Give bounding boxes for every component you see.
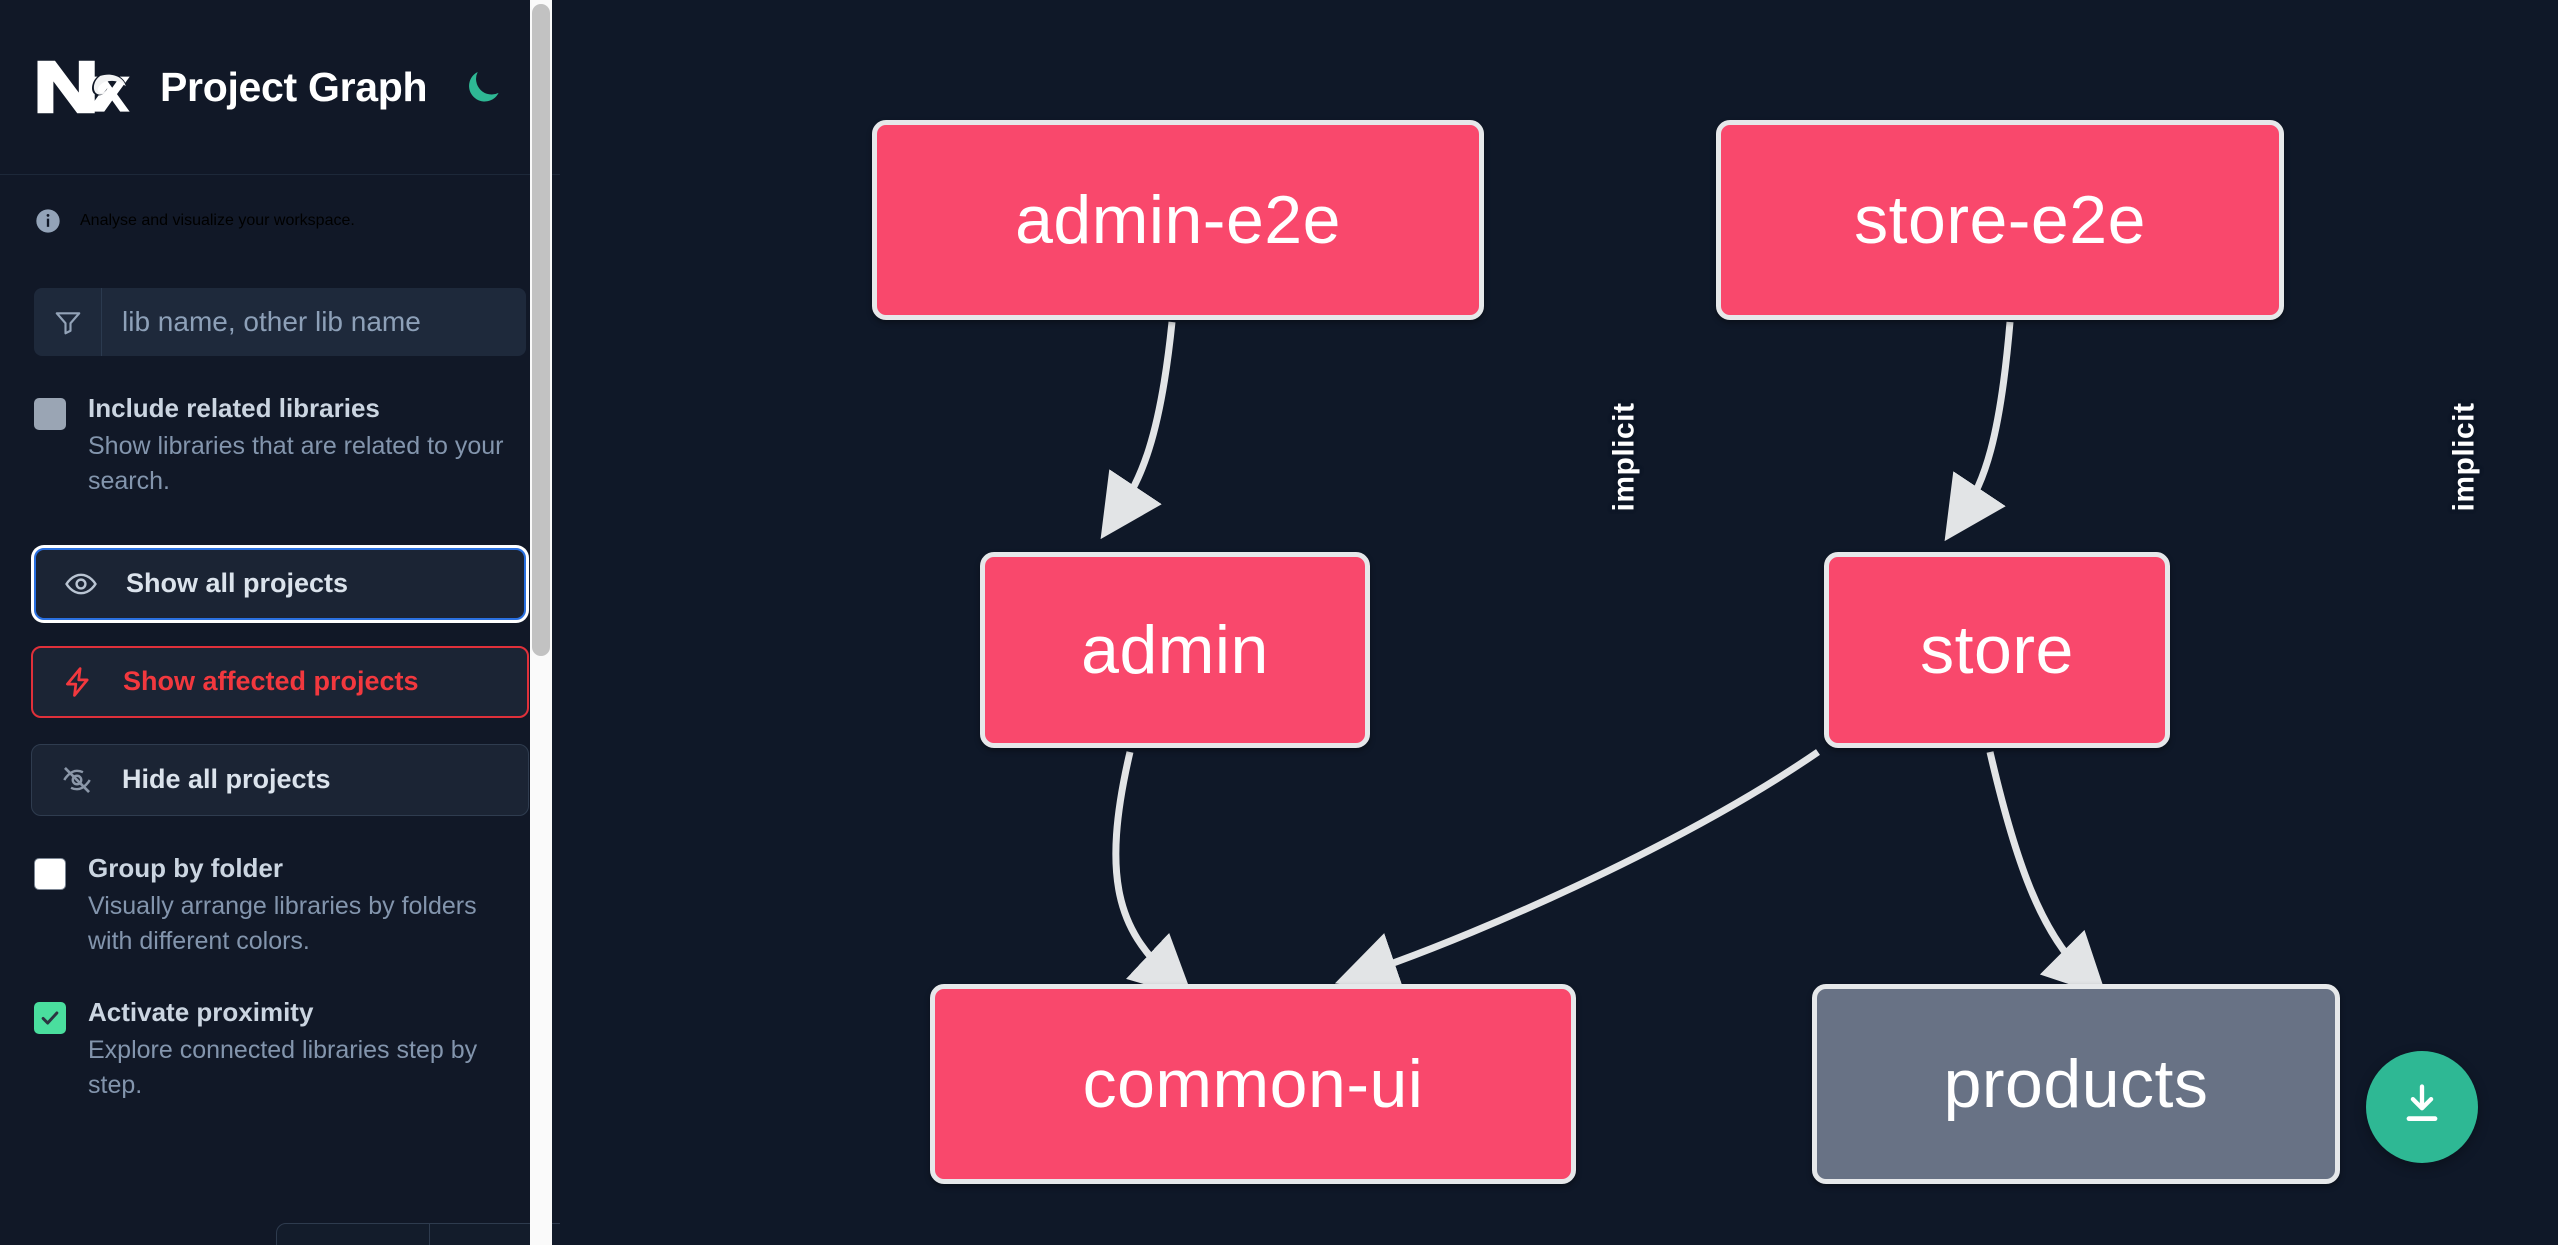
sidebar-header: Project Graph	[0, 0, 560, 175]
edge-store-to-products	[1986, 751, 2107, 997]
download-image-button[interactable]	[2366, 1051, 2478, 1163]
graph-node-label: store-e2e	[1854, 182, 2146, 258]
graph-edges	[1100, 321, 2107, 999]
search-input[interactable]	[102, 288, 526, 356]
graph-node-store[interactable]: store	[1824, 552, 2170, 748]
graph-node-label: products	[1943, 1046, 2209, 1122]
page-title: Project Graph	[160, 63, 428, 110]
sidebar: Project Graph Analyse and visualize yo	[0, 0, 560, 1245]
graph-node-label: common-ui	[1082, 1046, 1424, 1122]
edge-store-to-common-ui	[1334, 749, 1820, 993]
eye-icon	[62, 565, 100, 603]
moon-icon[interactable]	[457, 61, 509, 113]
checkbox-row-group-by-folder[interactable]: Group by folder Visually arrange librari…	[0, 852, 560, 960]
group-by-folder-label: Group by folder	[88, 852, 283, 883]
download-icon	[2396, 1079, 2448, 1136]
graph-node-common-ui[interactable]: common-ui	[930, 984, 1576, 1184]
project-visibility-actions: Show all projects Show affected projects	[31, 547, 529, 816]
edge-store-e2e-to-store	[1944, 321, 2014, 542]
group-by-folder-description: Visually arrange libraries by folders wi…	[88, 891, 477, 956]
graph-node-label: admin	[1081, 612, 1269, 688]
include-related-libraries-label: Include related libraries	[88, 393, 380, 423]
show-affected-projects-button[interactable]: Show affected projects	[31, 645, 529, 718]
graph-node-label: admin-e2e	[1015, 182, 1341, 258]
include-related-libraries-description: Show libraries that are related to your …	[88, 431, 504, 496]
include-related-libraries-checkbox[interactable]	[34, 398, 66, 430]
activate-proximity-checkbox[interactable]	[34, 1001, 66, 1034]
checkbox-row-include-related-libraries[interactable]: Include related libraries Show libraries…	[0, 393, 560, 500]
graph-node-admin-e2e[interactable]: admin-e2e	[872, 120, 1484, 320]
graph-node-label: store	[1920, 612, 2074, 688]
graph-node-admin[interactable]: admin	[980, 552, 1370, 748]
hide-all-projects-button[interactable]: Hide all projects	[31, 743, 529, 816]
show-all-projects-button[interactable]: Show all projects	[34, 547, 526, 620]
segment-1[interactable]	[277, 1224, 430, 1245]
checkbox-row-activate-proximity[interactable]: Activate proximity Explore connected lib…	[0, 996, 560, 1104]
bottom-segmented-control[interactable]	[276, 1223, 560, 1245]
activate-proximity-description: Explore connected libraries step by step…	[88, 1035, 478, 1100]
sidebar-scrollbar-track[interactable]	[530, 0, 552, 1245]
filter-search-box[interactable]	[34, 288, 526, 356]
show-all-projects-label: Show all projects	[126, 568, 349, 599]
info-icon	[34, 207, 62, 235]
filter-funnel-icon	[34, 288, 102, 356]
eye-off-icon	[58, 761, 96, 799]
nx-logo	[34, 56, 130, 118]
project-graph-canvas[interactable]: admin-e2e store-e2e admin store common-ui pro…	[560, 0, 2558, 1245]
edge-admin-to-common-ui	[1112, 751, 1194, 999]
graph-node-products[interactable]: products	[1812, 984, 2340, 1184]
sidebar-tagline-text: Analyse and visualize your workspace.	[80, 212, 355, 229]
sidebar-tagline: Analyse and visualize your workspace.	[0, 175, 560, 235]
edge-admin-e2e-to-admin	[1100, 321, 1176, 540]
sidebar-scrollbar-thumb[interactable]	[532, 4, 550, 656]
hide-all-projects-label: Hide all projects	[122, 764, 331, 795]
group-by-folder-checkbox[interactable]	[34, 857, 66, 890]
graph-node-store-e2e[interactable]: store-e2e	[1716, 120, 2284, 320]
activate-proximity-label: Activate proximity	[88, 996, 314, 1027]
show-affected-projects-label: Show affected projects	[123, 666, 419, 697]
lightning-bolt-icon	[59, 663, 97, 701]
